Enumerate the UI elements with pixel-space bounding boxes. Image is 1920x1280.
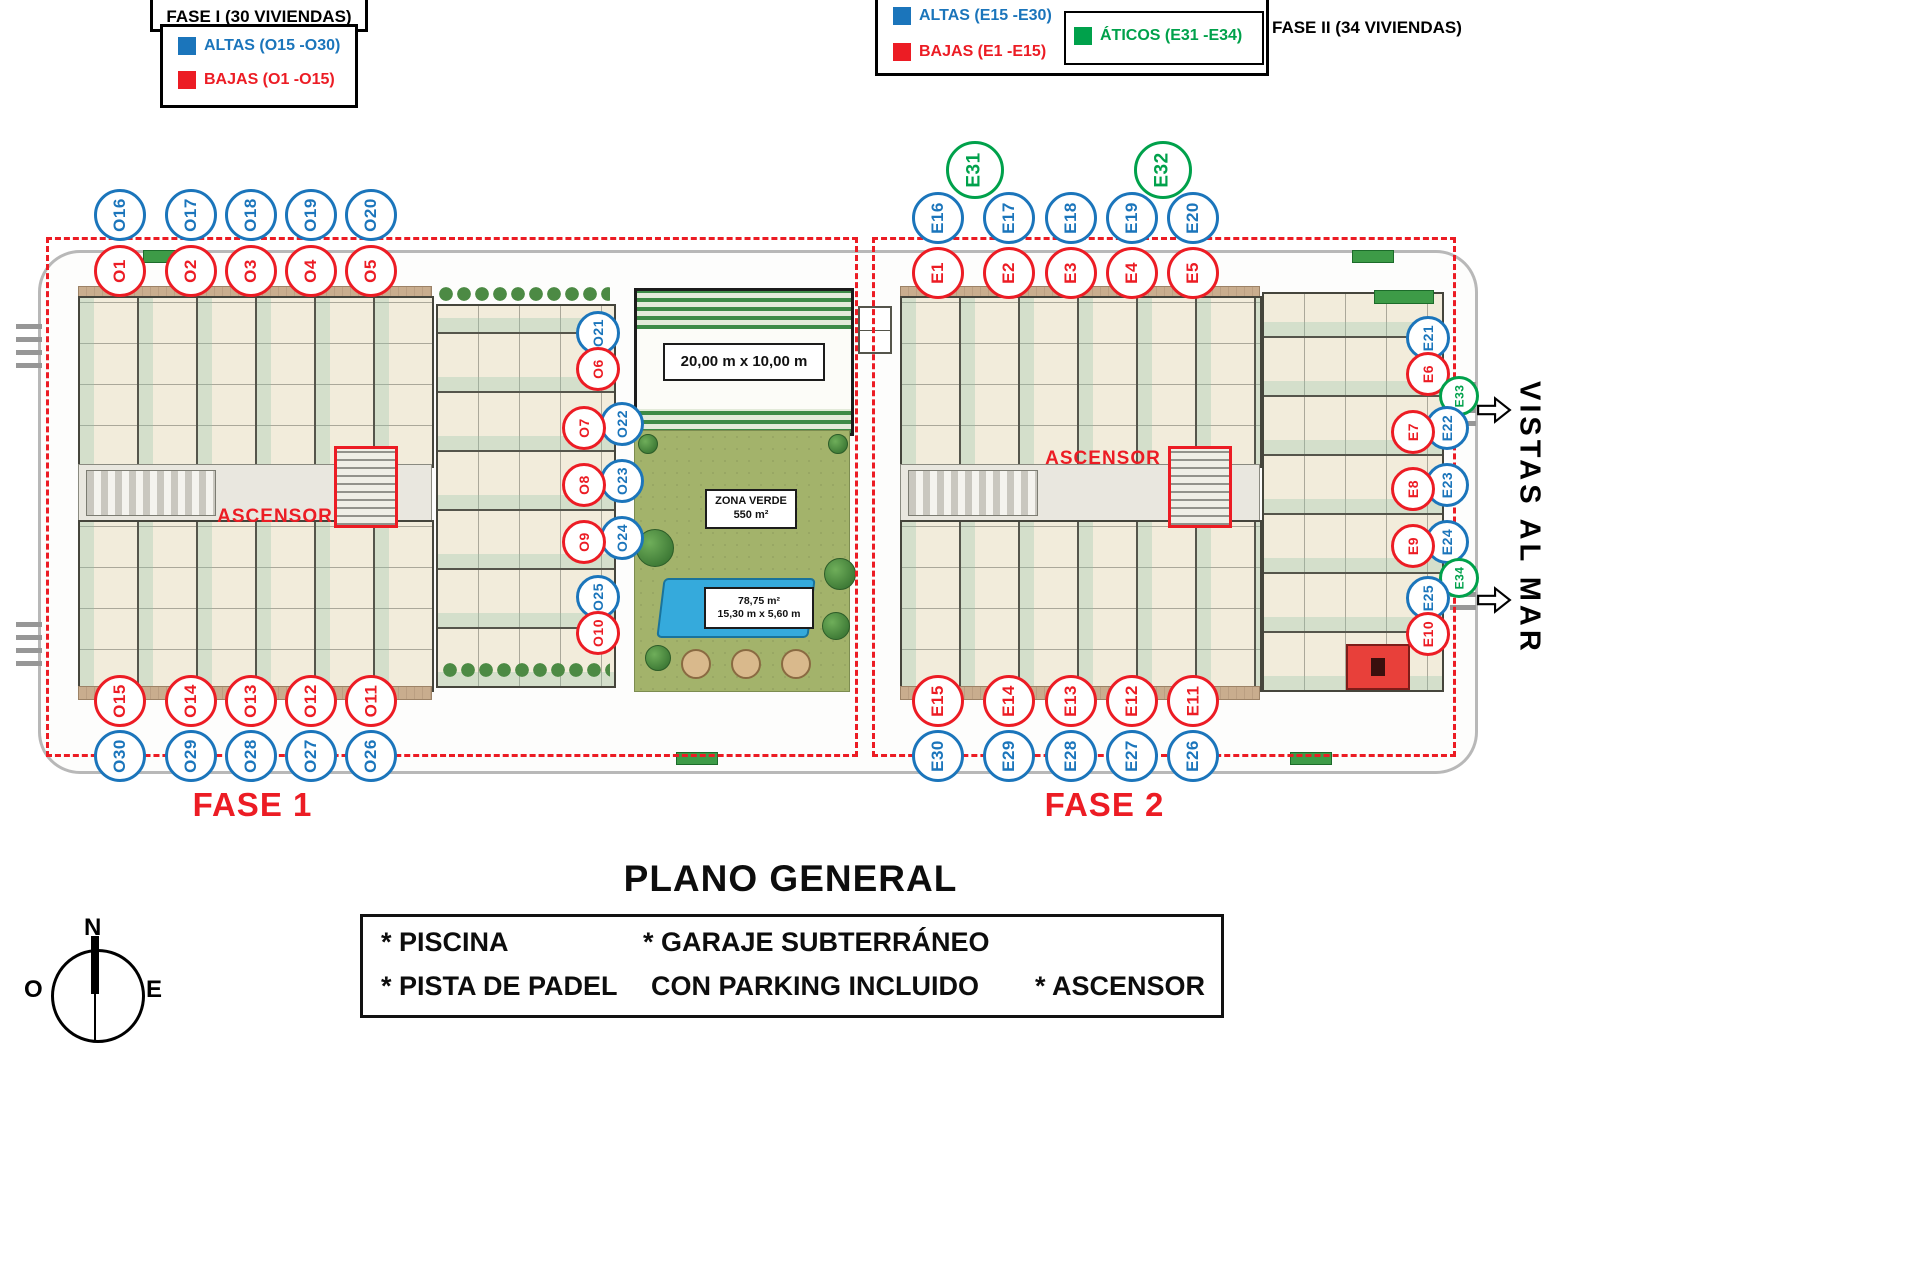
vistas-al-mar-label: VISTAS AL MAR	[1513, 381, 1546, 655]
altas-swatch	[178, 37, 196, 55]
unit-marker-O17: O17	[165, 189, 217, 241]
utility-icon	[1371, 658, 1385, 676]
fase1-elevator	[334, 446, 398, 528]
patio-table	[781, 649, 811, 679]
fase1-bottom-wing	[78, 520, 434, 692]
parking-hatch	[16, 616, 42, 666]
sea-arrow-icon	[1476, 586, 1512, 619]
amenity-parking: CON PARKING INCLUIDO	[651, 971, 979, 1001]
fase2-ascensor-label: ASCENSOR	[1045, 448, 1161, 469]
service-kiosk	[858, 306, 892, 354]
fase1-stairs	[86, 470, 216, 516]
planter	[1374, 290, 1434, 304]
unit-marker-E32: E32	[1134, 141, 1192, 199]
parking-hatch	[16, 318, 42, 368]
tree-row	[442, 662, 610, 678]
fase2-bottom-wing	[900, 520, 1262, 692]
bajas2-swatch	[893, 43, 911, 61]
legend-fase2-title: FASE II (34 VIVIENDAS)	[1272, 18, 1462, 37]
sea-arrow-icon	[1476, 396, 1512, 429]
padel-court: 20,00 m x 10,00 m	[634, 288, 854, 436]
legend-altas2-label: ALTAS (E15 -E30)	[919, 7, 1052, 24]
planter	[1352, 250, 1394, 263]
unit-marker-E31: E31	[946, 141, 1004, 199]
amenity-ascensor: * ASCENSOR	[1035, 971, 1206, 1001]
fase1-ascensor-label: ASCENSOR	[217, 506, 333, 527]
tree	[822, 612, 850, 640]
tree	[645, 645, 671, 671]
compass-east: E	[146, 976, 163, 1003]
padel-fence	[637, 409, 851, 433]
amenity-garaje: * GARAJE SUBTERRÁNEO	[643, 927, 990, 957]
fase2-caption: FASE 2	[1044, 786, 1165, 823]
fase2-top-wing	[900, 296, 1262, 468]
page-title: PLANO GENERAL	[623, 858, 958, 899]
fase2-stairs	[908, 470, 1038, 516]
utility-box	[1346, 644, 1410, 690]
amenity-pista-padel: * PISTA DE PADEL	[381, 971, 618, 1001]
zona-verde	[634, 430, 850, 692]
zona-verde-label: ZONA VERDE 550 m²	[705, 489, 797, 529]
altas2-swatch	[893, 7, 911, 25]
unit-marker-O19: O19	[285, 189, 337, 241]
legend-fase2-box: ALTAS (E15 -E30) BAJAS (E1 -E15) ÁTICOS …	[875, 0, 1269, 76]
pool-label: 78,75 m² 15,30 m x 5,60 m	[704, 587, 814, 629]
bajas-swatch	[178, 71, 196, 89]
patio-table	[731, 649, 761, 679]
legend-aticos-label: ÁTICOS (E31 -E34)	[1100, 27, 1243, 44]
tree	[828, 434, 848, 454]
legend-aticos-box: ÁTICOS (E31 -E34)	[1064, 11, 1264, 65]
aticos-swatch	[1074, 27, 1092, 45]
tree-row	[438, 286, 610, 302]
amenities-box: * PISCINA * GARAJE SUBTERRÁNEO * PISTA D…	[360, 914, 1224, 1018]
legend-fase1-title: FASE I (30 VIVIENDAS)	[166, 7, 352, 26]
unit-marker-O16: O16	[94, 189, 146, 241]
compass-west: O	[24, 976, 43, 1003]
compass-needle-tail	[94, 994, 96, 1042]
compass-north: N	[84, 914, 102, 941]
compass-needle	[91, 936, 99, 994]
tree	[824, 558, 856, 590]
fase1-caption: FASE 1	[192, 786, 313, 823]
unit-marker-O18: O18	[225, 189, 277, 241]
fase1-boundary	[46, 237, 858, 757]
legend-bajas2-label: BAJAS (E1 -E15)	[919, 43, 1047, 60]
amenity-piscina: * PISCINA	[381, 927, 509, 957]
padel-fence	[637, 291, 851, 329]
fase1-top-wing	[78, 296, 434, 468]
legend-bajas-label: BAJAS (O1 -O15)	[204, 71, 335, 88]
fase2-elevator	[1168, 446, 1232, 528]
legend-fase1-box: ALTAS (O15 -O30) BAJAS (O1 -O15)	[160, 24, 358, 108]
patio-table	[681, 649, 711, 679]
unit-marker-O20: O20	[345, 189, 397, 241]
padel-dimensions-label: 20,00 m x 10,00 m	[663, 343, 825, 381]
legend-altas-label: ALTAS (O15 -O30)	[204, 37, 341, 54]
